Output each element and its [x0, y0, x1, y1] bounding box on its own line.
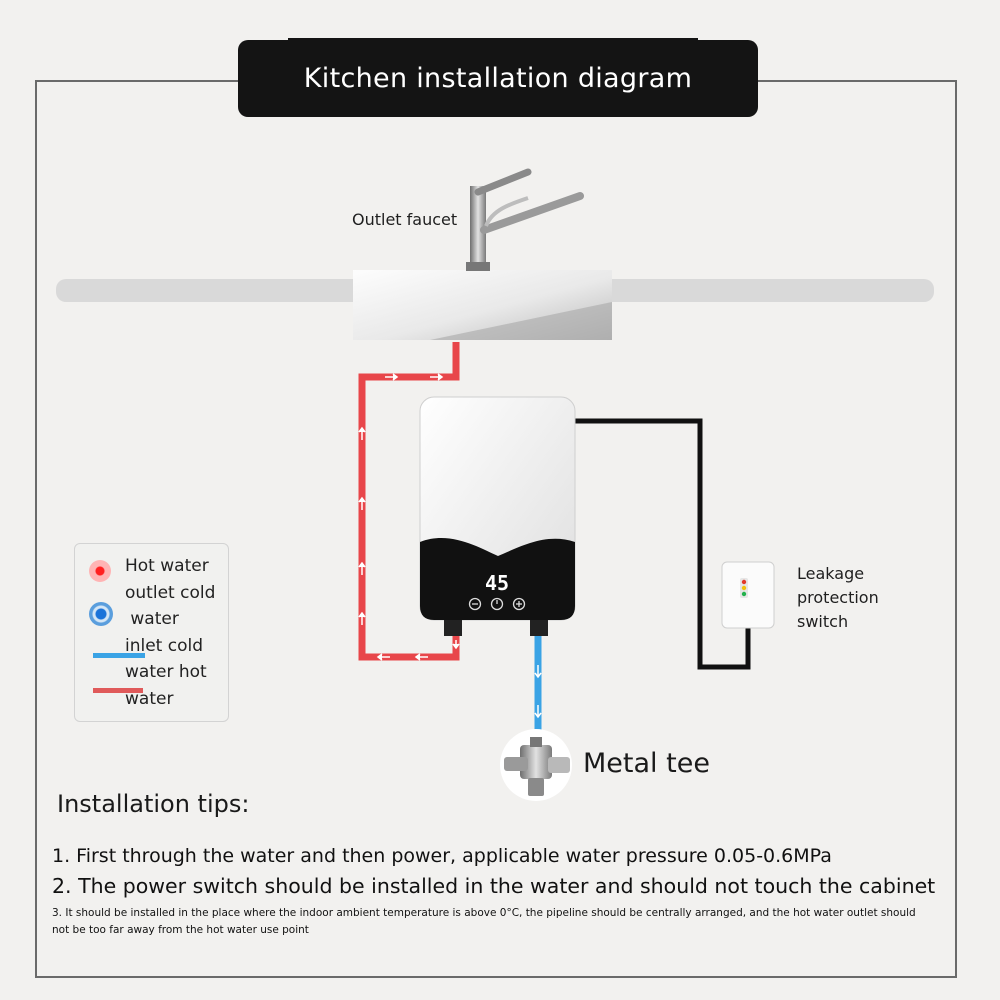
legend-line: outlet cold — [125, 582, 216, 603]
leakage-label-line-1: Leakage — [797, 564, 865, 583]
legend-line: water — [125, 688, 174, 709]
installation-tip-3: 3. It should be installed in the place w… — [52, 907, 916, 936]
leakage-label-line-2: protection — [797, 588, 879, 607]
installation-tips-heading: Installation tips: — [57, 790, 250, 818]
metal-tee-label: Metal tee — [583, 748, 710, 779]
hot-flow-arrows — [358, 373, 460, 661]
diagram-title: Kitchen installation diagram — [238, 38, 758, 117]
water-heater: 45 — [419, 396, 576, 636]
installation-tip-1: 1. First through the water and then powe… — [52, 845, 832, 867]
power-cable — [575, 418, 751, 670]
legend-line: inlet cold — [125, 635, 204, 656]
legend-line: water hot — [125, 662, 207, 683]
sink-basin-shadow — [430, 302, 612, 340]
outlet-faucet-label: Outlet faucet — [352, 210, 458, 229]
faucet-icon — [466, 168, 584, 271]
metal-tee-icon — [500, 729, 572, 801]
legend-text: Hot water outlet cold water inlet cold w… — [125, 553, 225, 713]
minus-icon[interactable] — [468, 597, 482, 611]
legend: Hot water outlet cold water inlet cold w… — [74, 543, 229, 722]
leakage-label-line-3: switch — [797, 612, 849, 631]
legend-line: water — [125, 609, 179, 630]
cold-water-line-icon — [93, 653, 145, 658]
cold-flow-arrows — [534, 665, 542, 719]
installation-tip-2: 2. The power switch should be installed … — [52, 874, 936, 898]
hot-water-dot-icon — [89, 560, 111, 582]
heater-display: 45 — [485, 571, 509, 595]
leakage-switch — [721, 561, 775, 629]
legend-line: Hot water — [125, 556, 209, 576]
cold-water-dot-icon — [89, 602, 113, 626]
hot-water-line-icon — [93, 688, 143, 693]
plus-icon[interactable] — [512, 597, 526, 611]
power-icon[interactable] — [490, 597, 504, 611]
leakage-switch-label: Leakage protection switch — [797, 562, 879, 634]
hot-water-pipe — [358, 342, 460, 661]
